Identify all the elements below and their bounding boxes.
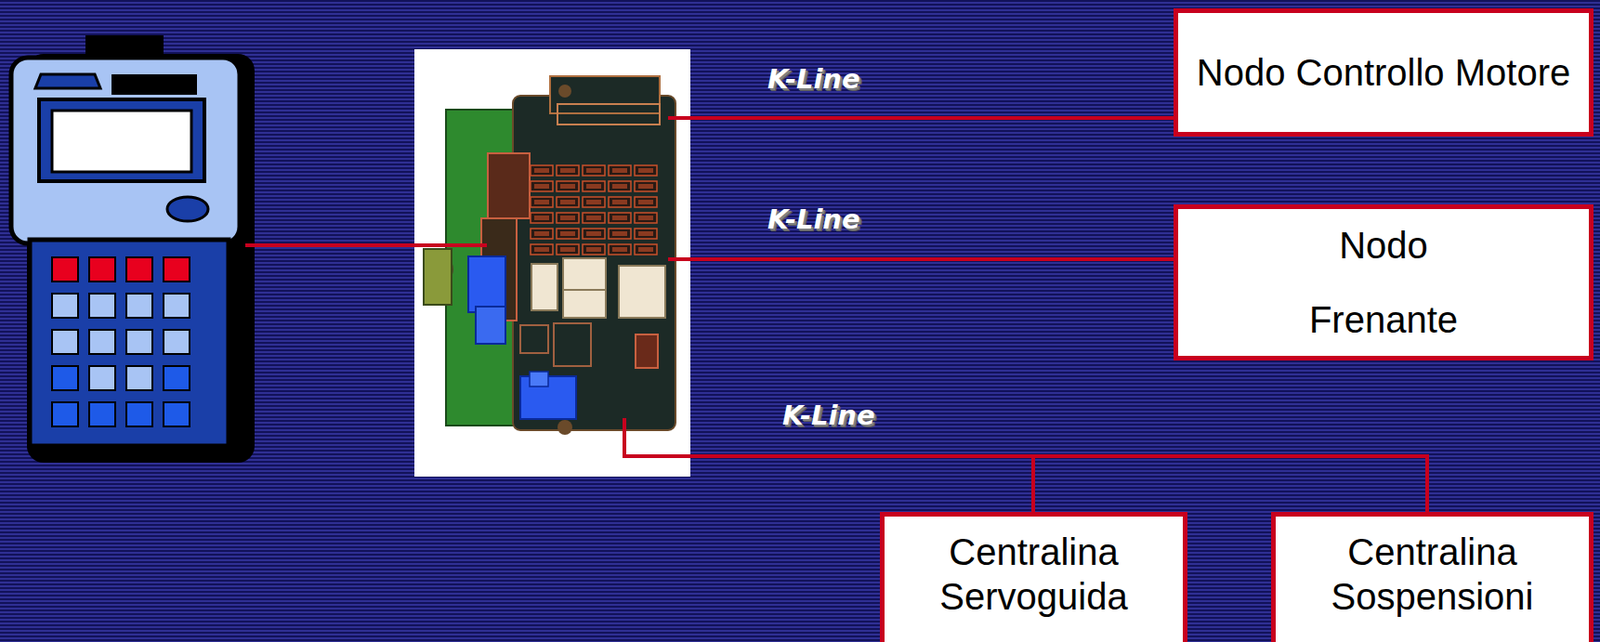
diagnostic-tester: [11, 35, 255, 463]
node-label: Nodo Frenante: [1290, 208, 1477, 357]
bus-label: K-Line: [767, 203, 861, 236]
node-label: Centralina Servoguida: [894, 529, 1174, 619]
ecu-box: Nodo Frenante: [1173, 204, 1594, 361]
bus-label: K-Line: [767, 63, 861, 95]
node-label: Nodo Controllo Motore: [1196, 50, 1571, 95]
fuse-box: [414, 49, 691, 477]
bus-label: K-Line: [782, 399, 876, 432]
ecu-box: Centralina Sospensioni: [1271, 511, 1594, 642]
ecu-box: Centralina Servoguida: [879, 511, 1188, 642]
node-label: Centralina Sospensioni: [1284, 529, 1582, 619]
ecu-box: Nodo Controllo Motore: [1173, 8, 1594, 137]
